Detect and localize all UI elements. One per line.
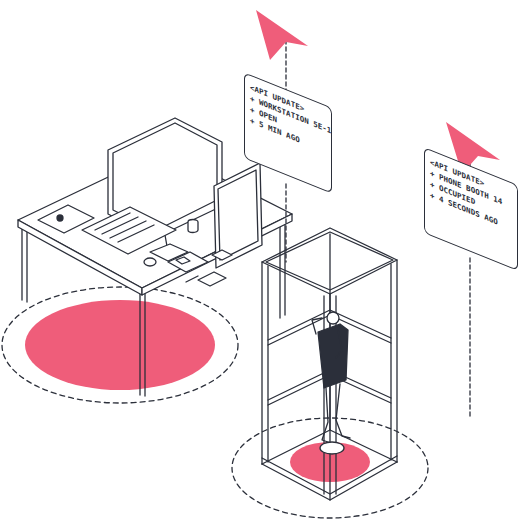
paper-sheet <box>38 205 94 233</box>
notebook <box>198 272 226 286</box>
keyboard <box>82 207 176 254</box>
phone-booth <box>262 228 397 500</box>
paper-mark <box>57 215 63 221</box>
cup <box>188 220 198 233</box>
mouse <box>144 258 156 266</box>
api-update-sign: <API UPDATE>+ PHONE BOOTH 14+ OCCUPIED+ … <box>424 147 518 271</box>
tablet <box>168 252 208 272</box>
floor-zone <box>2 287 238 403</box>
papers <box>176 257 190 264</box>
person <box>312 312 350 454</box>
phone <box>212 250 232 260</box>
pen <box>186 276 198 282</box>
location-flag <box>256 10 308 60</box>
floor-marker <box>25 300 215 390</box>
